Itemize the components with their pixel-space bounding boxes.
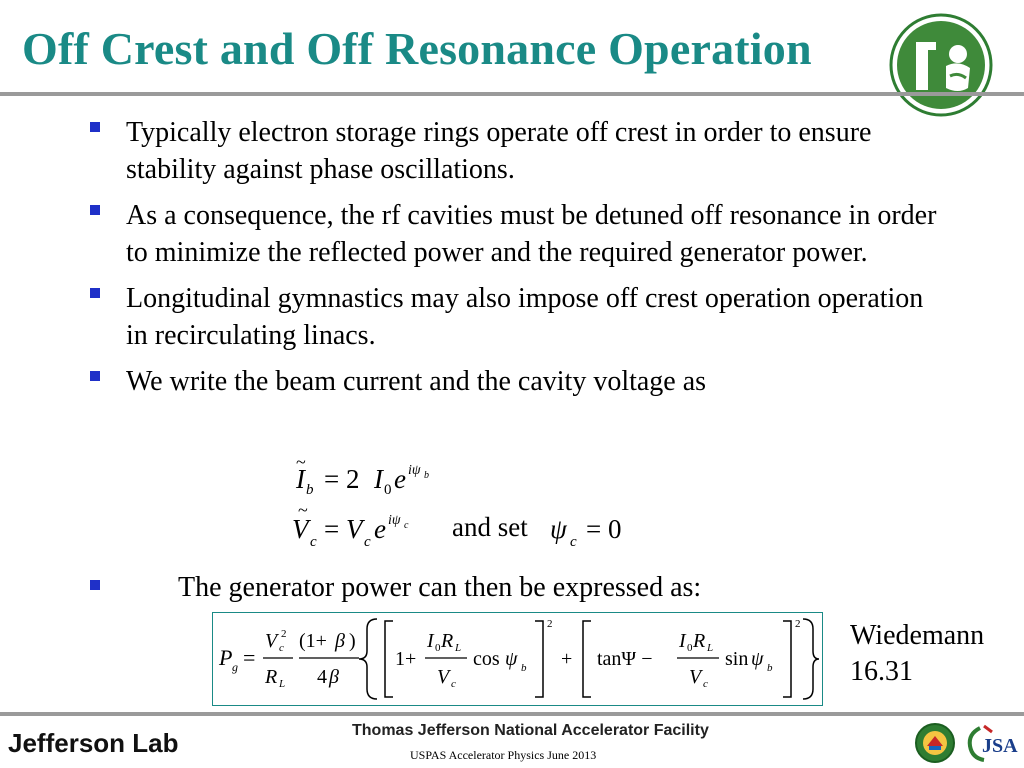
svg-text:c: c [703, 678, 708, 690]
svg-text:g: g [232, 660, 238, 674]
svg-text:2: 2 [281, 628, 287, 640]
svg-text:R: R [692, 630, 705, 652]
svg-text:β: β [334, 630, 345, 652]
svg-text:iψ: iψ [388, 513, 401, 528]
svg-text:e: e [374, 514, 386, 544]
svg-text:ψ: ψ [751, 648, 764, 670]
equation-psi-zero: ψ c = 0 [550, 514, 621, 550]
svg-text:V: V [437, 666, 452, 688]
facility-name: Thomas Jefferson National Accelerator Fa… [352, 722, 709, 739]
bullet-square-icon [90, 122, 100, 132]
and-set-text: and set [452, 512, 528, 542]
bullet-square-icon [90, 371, 100, 381]
svg-text:4: 4 [317, 666, 327, 688]
bullet-list: Typically electron storage rings operate… [90, 114, 950, 409]
svg-text:P: P [218, 645, 232, 670]
svg-text:~: ~ [298, 506, 308, 520]
svg-text:V: V [292, 514, 312, 544]
svg-text:b: b [424, 470, 429, 481]
bullet-item: We write the beam current and the cavity… [90, 363, 950, 400]
svg-text:V: V [265, 630, 280, 652]
svg-text:c: c [404, 520, 409, 531]
svg-text:β: β [328, 666, 339, 688]
svg-text:+: + [561, 648, 572, 670]
generator-power-formula: P g = V c 2 R L (1+ β ) 4 β 1+ I 0 R L V… [218, 618, 820, 700]
svg-text:V: V [689, 666, 704, 688]
svg-text:=: = [324, 514, 339, 544]
svg-text:L: L [454, 642, 461, 654]
bullet-item: Typically electron storage rings operate… [90, 114, 950, 188]
bullet-text: As a consequence, the rf cavities must b… [126, 200, 937, 268]
svg-text:0: 0 [687, 642, 693, 654]
bullet-item: Longitudinal gymnastics may also impose … [90, 280, 950, 354]
bullet-text: Typically electron storage rings operate… [126, 117, 872, 185]
bullet-square-icon [90, 580, 100, 590]
svg-text:L: L [278, 678, 285, 690]
svg-text:I: I [373, 464, 385, 494]
jefferson-lab-wordmark: Jefferson Lab [8, 728, 179, 758]
svg-text:(1+: (1+ [299, 630, 327, 652]
svg-text:iψ: iψ [408, 463, 421, 478]
svg-text:I: I [426, 630, 435, 652]
svg-text:c: c [364, 534, 371, 550]
course-label: USPAS Accelerator Physics June 2013 [410, 748, 597, 762]
svg-text:ψ: ψ [505, 648, 518, 670]
svg-text:R: R [264, 666, 277, 688]
svg-text:c: c [451, 678, 456, 690]
reference-citation: Wiedemann 16.31 [850, 618, 984, 690]
svg-text:R: R [440, 630, 453, 652]
generator-power-formula-box: P g = V c 2 R L (1+ β ) 4 β 1+ I 0 R L V… [212, 612, 823, 706]
jsa-logo-icon: JSA [967, 724, 1018, 762]
svg-text:V: V [346, 514, 366, 544]
svg-text:= 2: = 2 [324, 464, 359, 494]
svg-text:L: L [706, 642, 713, 654]
svg-text:JSA: JSA [982, 735, 1018, 757]
svg-text:=: = [243, 645, 255, 670]
footer-divider [0, 712, 1024, 716]
bullet-text: We write the beam current and the cavity… [126, 366, 707, 397]
svg-text:c: c [310, 534, 317, 550]
title-divider [0, 92, 1024, 96]
svg-text:e: e [394, 464, 406, 494]
bullet-square-icon [90, 288, 100, 298]
svg-text:= 0: = 0 [586, 514, 621, 544]
bullet-text: The generator power can then be expresse… [178, 572, 702, 603]
equation-cavity-voltage: V ~ c = V c e iψ c [292, 506, 409, 550]
slide-title: Off Crest and Off Resonance Operation [22, 23, 812, 74]
bullet-square-icon [90, 205, 100, 215]
doe-seal-icon [915, 723, 955, 763]
svg-text:c: c [279, 642, 284, 654]
svg-text:c: c [570, 534, 577, 550]
svg-text:I: I [295, 464, 307, 494]
svg-text:2: 2 [547, 618, 553, 630]
svg-text:b: b [767, 662, 773, 674]
svg-text:0: 0 [435, 642, 441, 654]
svg-text:I: I [678, 630, 687, 652]
svg-text:0: 0 [384, 482, 392, 498]
reference-line-1: Wiedemann [850, 620, 985, 651]
equation-beam-current: I ~ b = 2 I 0 e iψ b [295, 456, 429, 498]
svg-text:b: b [521, 662, 527, 674]
svg-text:~: ~ [296, 456, 306, 472]
bullet-item: As a consequence, the rf cavities must b… [90, 197, 950, 271]
svg-text:1+: 1+ [395, 648, 416, 670]
jefferson-lab-seal-icon [889, 13, 993, 117]
svg-text:): ) [349, 630, 356, 652]
bullet-text: Longitudinal gymnastics may also impose … [126, 283, 924, 351]
svg-text:sin: sin [725, 648, 748, 670]
reference-line-2: 16.31 [850, 656, 913, 687]
svg-text:cos: cos [473, 648, 500, 670]
svg-text:b: b [306, 482, 314, 498]
svg-text:tanΨ −: tanΨ − [597, 648, 652, 670]
svg-text:ψ: ψ [550, 514, 568, 544]
svg-text:2: 2 [795, 618, 801, 630]
